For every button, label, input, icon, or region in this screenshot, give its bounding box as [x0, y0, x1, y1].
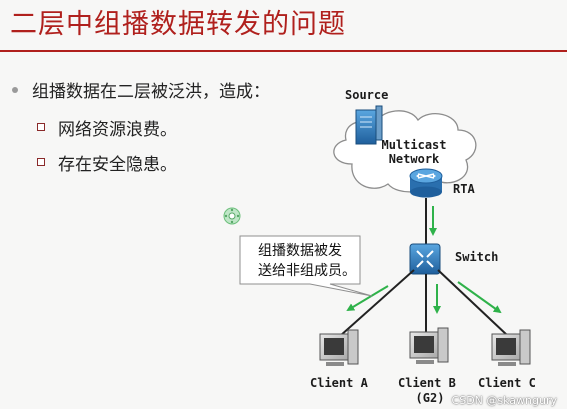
client-a-label: Client A: [310, 376, 368, 390]
client-c-pc-icon: [491, 329, 531, 366]
cursor-target-icon: [223, 207, 241, 225]
main-bullet: 组播数据在二层被泛洪，造成：: [32, 82, 270, 102]
switch-label: Switch: [455, 250, 499, 264]
title-divider: [0, 50, 567, 52]
router-rta-icon: [409, 168, 443, 198]
router-label: RTA: [453, 182, 475, 196]
client-b-pc-icon: [409, 327, 449, 364]
source-server-icon: [355, 105, 383, 145]
client-b-label: Client B: [398, 376, 456, 390]
client-a-pc-icon: [319, 329, 359, 366]
slide-title: 二层中组播数据转发的问题: [10, 9, 346, 40]
sub-bullet-marker: [37, 123, 45, 131]
source-label: Source: [345, 88, 389, 102]
callout-line-2: 送给非组成员。: [258, 263, 356, 279]
callout-line-1: 组播数据被发: [258, 243, 342, 259]
sub-bullet-1: 网络资源浪费。: [58, 120, 177, 140]
client-c-label: Client C: [478, 376, 536, 390]
client-b-group-label: (G2): [415, 391, 445, 405]
bullet-marker: [12, 87, 18, 93]
network-label-line1: Multicast: [381, 138, 447, 152]
sub-bullet-marker: [37, 158, 45, 166]
watermark: CSDN @skawngury: [451, 394, 557, 407]
network-label-line2: Network: [388, 152, 440, 166]
switch-icon: [409, 243, 441, 275]
sub-bullet-2: 存在安全隐患。: [58, 155, 177, 175]
callout-bubble: [239, 235, 373, 297]
